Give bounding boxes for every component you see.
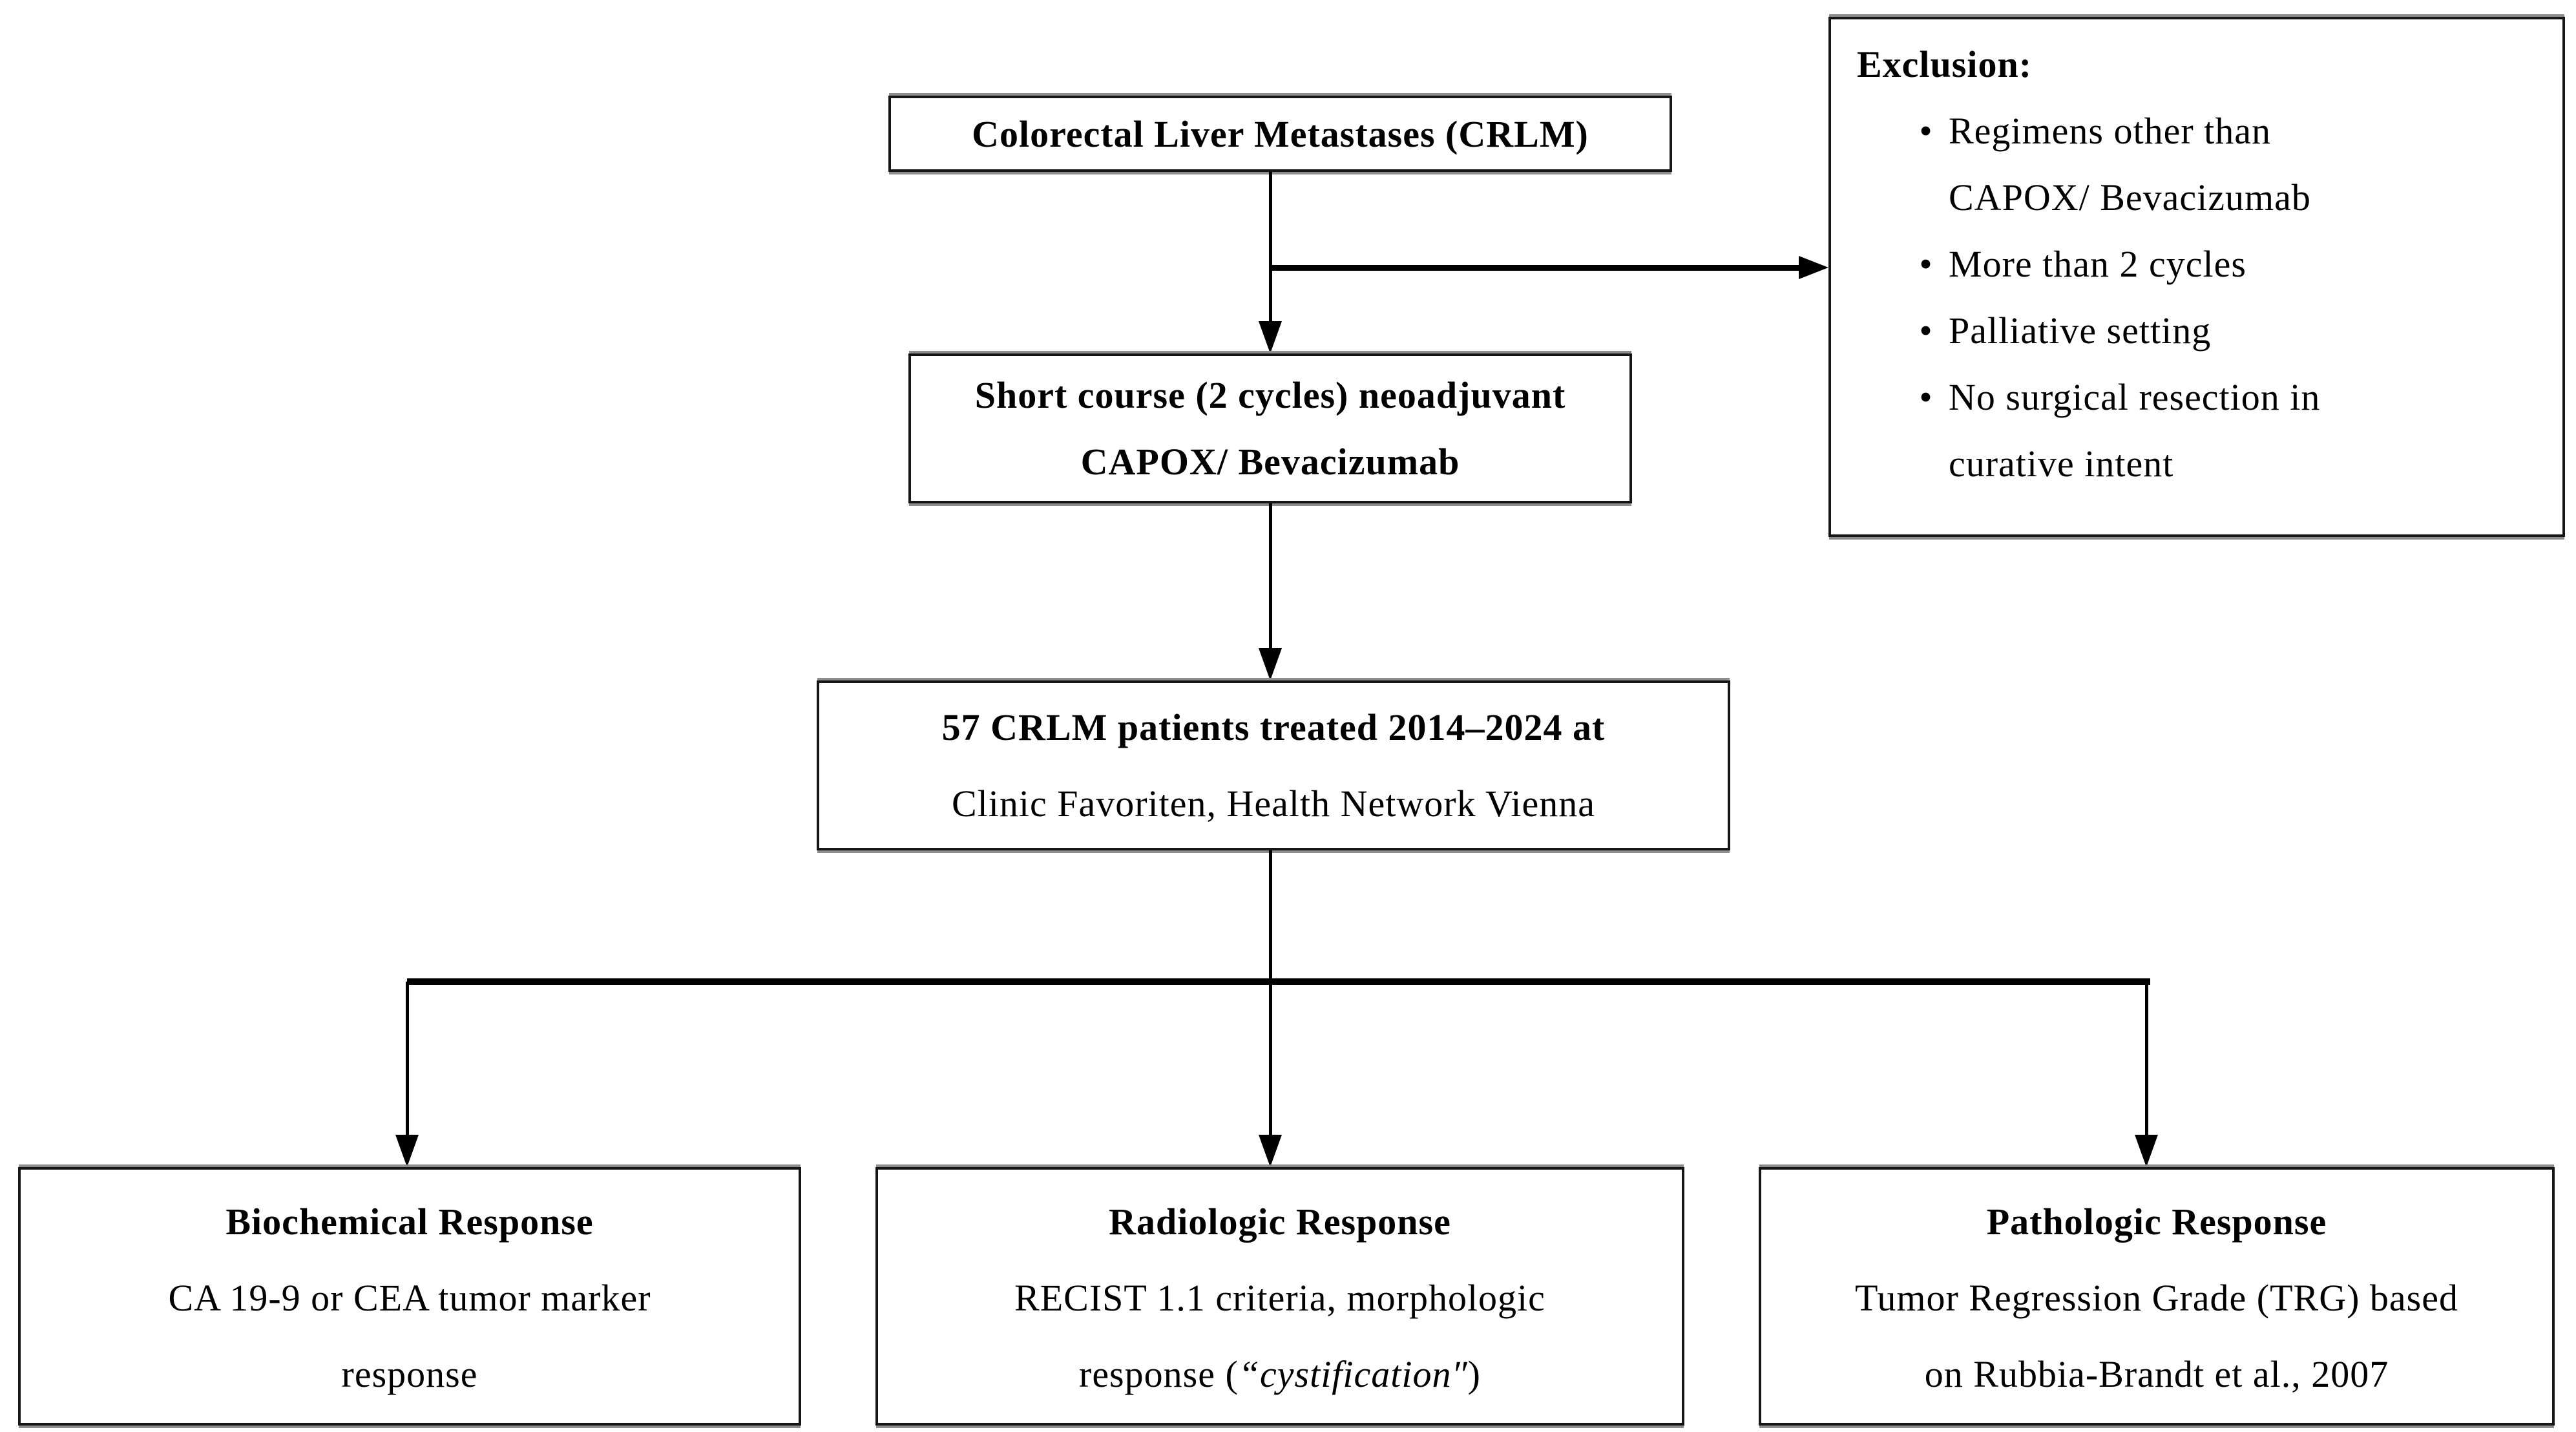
radiologic-line-1: RECIST 1.1 criteria, morphologic <box>1014 1277 1545 1319</box>
treatment-line-2: CAPOX/ Bevacizumab <box>1080 441 1460 483</box>
box-patient-cohort: 57 CRLM patients treated 2014–2024 at Cl… <box>817 680 1730 850</box>
connector-crlm-to-treatment <box>1269 172 1272 326</box>
biochemical-line-1: CA 19-9 or CEA tumor marker <box>168 1277 651 1319</box>
connector-to-exclusion <box>1270 265 1821 271</box>
box-radiologic-response: Radiologic Response RECIST 1.1 criteria,… <box>875 1167 1684 1426</box>
radiologic-line-2-prefix: response ( <box>1079 1353 1239 1395</box>
arrowhead-into-pathologic <box>2135 1135 2158 1167</box>
connector-branch-to-radiologic <box>1269 985 1272 1136</box>
cohort-line-2: Clinic Favoriten, Health Network Vienna <box>951 782 1596 825</box>
bullet-icon: • <box>1919 376 1933 418</box>
exclusion-item: • More than 2 cycles <box>1831 231 2547 297</box>
branch-horizontal-line <box>407 978 2150 985</box>
arrowhead-into-exclusion <box>1799 256 1828 279</box>
exclusion-item-text: Palliative setting <box>1949 310 2212 352</box>
exclusion-item: • Palliative setting <box>1831 297 2547 364</box>
radiologic-title: Radiologic Response <box>1109 1201 1451 1243</box>
exclusion-item: • Regimens other than <box>1831 98 2547 164</box>
arrowhead-into-radiologic <box>1259 1135 1282 1167</box>
bullet-icon: • <box>1919 110 1933 152</box>
cohort-line-1: 57 CRLM patients treated 2014–2024 at <box>941 706 1606 748</box>
box-biochemical-response: Biochemical Response CA 19-9 or CEA tumo… <box>18 1167 801 1426</box>
box-pathologic-response: Pathologic Response Tumor Regression Gra… <box>1759 1167 2555 1426</box>
exclusion-item-text: curative intent <box>1949 443 2174 485</box>
arrowhead-into-cohort <box>1259 648 1282 680</box>
connector-cohort-to-branch <box>1269 850 1272 981</box>
treatment-line-1: Short course (2 cycles) neoadjuvant <box>974 374 1566 416</box>
exclusion-item: • No surgical resection in <box>1831 364 2547 430</box>
pathologic-line-1: Tumor Regression Grade (TRG) based <box>1855 1277 2458 1319</box>
biochemical-title: Biochemical Response <box>225 1201 594 1243</box>
box-neoadjuvant-treatment: Short course (2 cycles) neoadjuvant CAPO… <box>908 353 1632 503</box>
exclusion-title: Exclusion: <box>1857 43 2033 85</box>
radiologic-line-2: response (“cystification″) <box>1079 1336 1481 1413</box>
bullet-spacer <box>1903 164 1949 231</box>
exclusion-item-text: No surgical resection in <box>1949 376 2321 418</box>
box-exclusion-criteria: Exclusion: • Regimens other than CAPOX/ … <box>1828 17 2565 537</box>
biochemical-line-2: response <box>341 1353 478 1395</box>
connector-branch-to-pathologic <box>2145 982 2148 1136</box>
bullet-icon: • <box>1919 243 1933 285</box>
exclusion-item-text: More than 2 cycles <box>1949 243 2246 285</box>
arrowhead-into-biochemical <box>395 1135 419 1167</box>
radiologic-line-2-suffix: ) <box>1467 1353 1481 1395</box>
exclusion-item-continuation: curative intent <box>1831 430 2547 497</box>
box-crlm-label: Colorectal Liver Metastases (CRLM) <box>972 112 1589 155</box>
pathologic-title: Pathologic Response <box>1986 1201 2327 1243</box>
connector-treatment-to-cohort <box>1269 503 1272 649</box>
exclusion-item-text: Regimens other than <box>1949 110 2272 152</box>
bullet-icon: • <box>1919 310 1933 352</box>
exclusion-item-continuation: CAPOX/ Bevacizumab <box>1831 164 2547 231</box>
pathologic-line-2: on Rubbia-Brandt et al., 2007 <box>1924 1353 2389 1395</box>
exclusion-item-text: CAPOX/ Bevacizumab <box>1949 176 2311 218</box>
arrowhead-into-treatment <box>1259 321 1282 353</box>
radiologic-line-2-italic: “cystification″ <box>1238 1353 1468 1395</box>
connector-branch-to-biochemical <box>406 982 409 1136</box>
bullet-spacer <box>1903 430 1949 497</box>
box-crlm: Colorectal Liver Metastases (CRLM) <box>888 96 1672 172</box>
